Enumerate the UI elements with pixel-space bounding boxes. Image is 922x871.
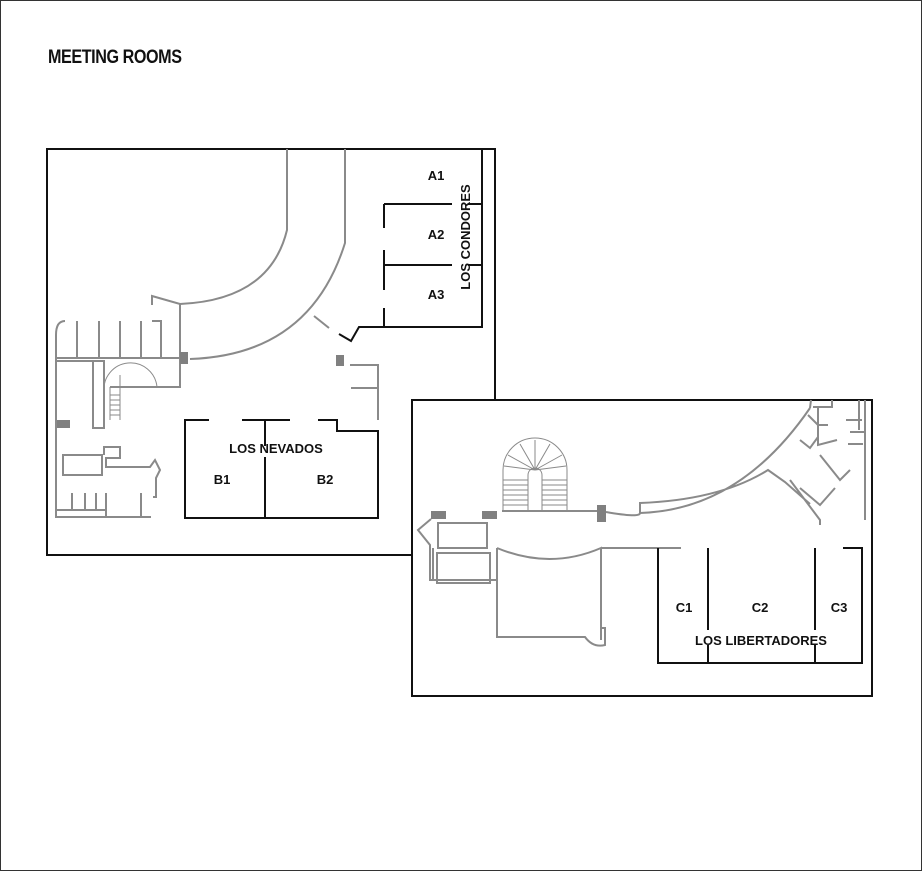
los-condores-label: LOS CONDORES: [458, 184, 473, 290]
los-libertadores-label: LOS LIBERTADORES: [695, 633, 827, 648]
room-a3-label: A3: [428, 287, 445, 302]
room-c3-label: C3: [831, 600, 848, 615]
room-b1-label: B1: [214, 472, 231, 487]
room-c2-label: C2: [752, 600, 769, 615]
room-c1-label: C1: [676, 600, 693, 615]
room-a1-label: A1: [428, 168, 445, 183]
room-b2-label: B2: [317, 472, 334, 487]
page-title: MEETING ROOMS: [48, 47, 182, 68]
room-a2-label: A2: [428, 227, 445, 242]
plan-lower-floor: C1 C2 C3 LOS LIBERTADORES: [411, 399, 873, 697]
los-nevados-label: LOS NEVADOS: [229, 441, 323, 456]
